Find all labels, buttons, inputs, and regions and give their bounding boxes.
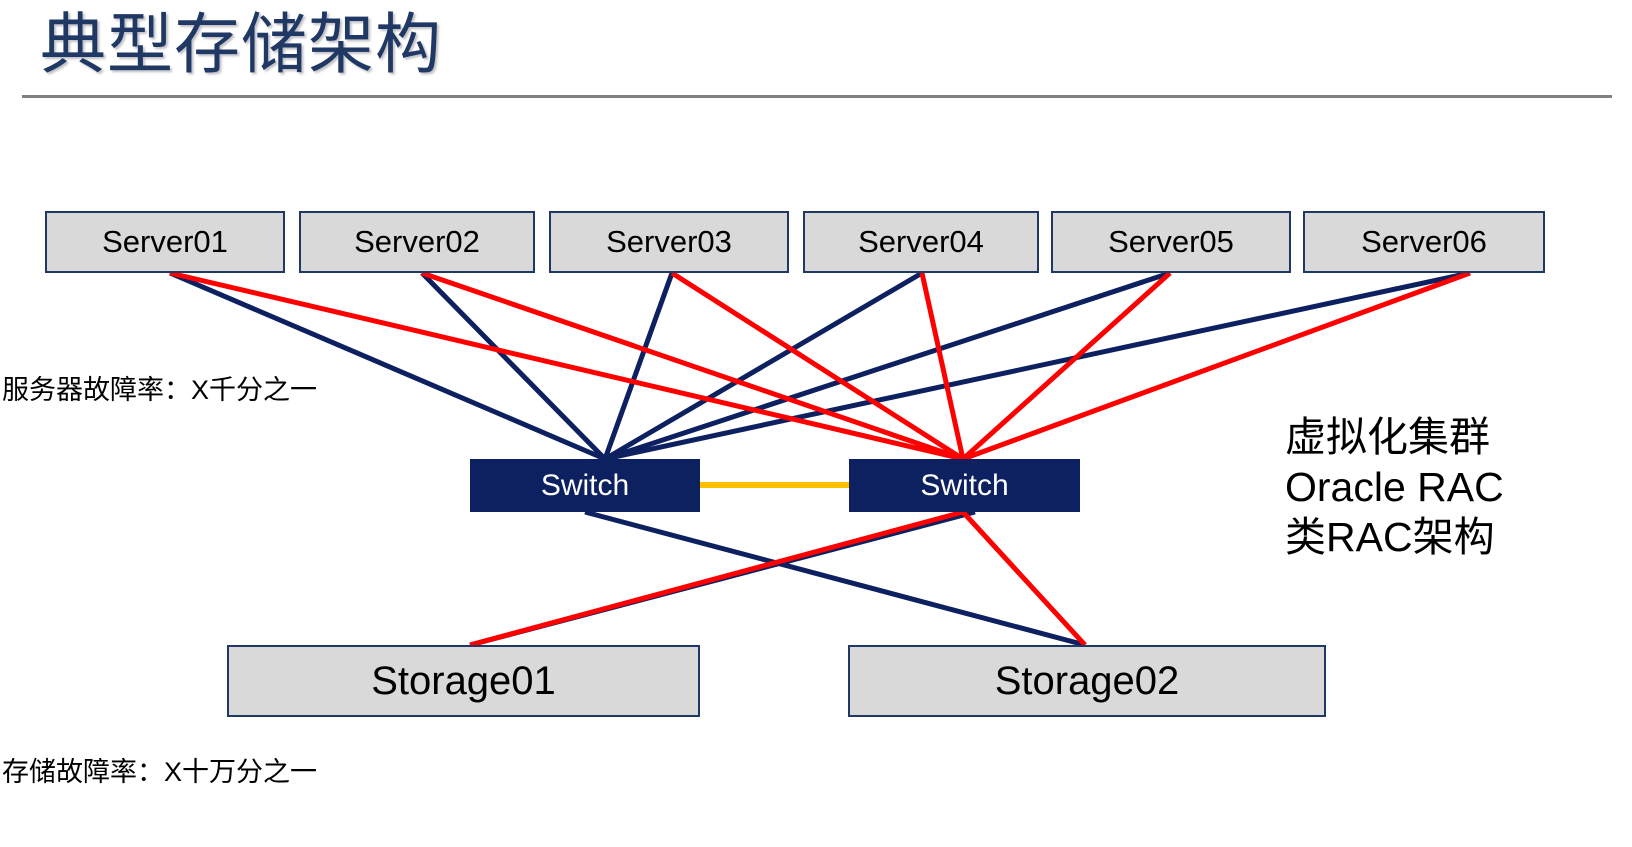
switch-node-2[interactable]: Switch <box>849 459 1080 512</box>
server-node-2[interactable]: Server02 <box>299 211 535 273</box>
server-node-5[interactable]: Server05 <box>1051 211 1291 273</box>
cluster-note-line-2: Oracle RAC <box>1285 464 1504 510</box>
switch-node-label: Switch <box>920 468 1009 502</box>
cluster-note-line-3: 类RAC架构 <box>1285 514 1495 560</box>
cluster-note: 虚拟化集群 Oracle RAC 类RAC架构 <box>1285 412 1504 562</box>
red-link-5 <box>961 271 1172 461</box>
red-link-6 <box>962 270 1471 462</box>
red-link-8 <box>961 510 1087 647</box>
navy-link-2 <box>420 271 607 461</box>
storage-failure-rate-label: 存储故障率：X十万分之一 <box>2 757 318 787</box>
cluster-note-line-1: 虚拟化集群 <box>1285 414 1490 460</box>
server-node-label: Server03 <box>606 224 732 259</box>
server-node-label: Server05 <box>1108 224 1234 259</box>
navy-link-group <box>169 270 1471 648</box>
switch-node-1[interactable]: Switch <box>470 459 700 512</box>
server-node-1[interactable]: Server01 <box>45 211 285 273</box>
navy-link-6 <box>604 270 1471 462</box>
storage-node-2[interactable]: Storage02 <box>848 645 1326 717</box>
navy-link-1 <box>169 270 606 462</box>
server-node-6[interactable]: Server06 <box>1303 211 1545 273</box>
server-node-label: Server04 <box>858 224 984 259</box>
red-link-4 <box>919 272 966 460</box>
navy-link-5 <box>604 270 1171 462</box>
storage-node-label: Storage02 <box>994 658 1180 703</box>
red-link-1 <box>169 270 964 462</box>
switch-node-label: Switch <box>540 468 630 502</box>
title-divider <box>22 95 1612 98</box>
red-link-3 <box>670 270 965 462</box>
server-node-label: Server02 <box>354 224 480 259</box>
server-node-3[interactable]: Server03 <box>549 211 789 273</box>
red-link-7 <box>469 509 964 648</box>
server-node-label: Server06 <box>1361 224 1487 259</box>
server-failure-rate-label: 服务器故障率：X千分之一 <box>2 375 318 405</box>
navy-link-7 <box>584 509 1086 648</box>
navy-link-4 <box>603 270 924 462</box>
navy-link-3 <box>602 272 675 460</box>
page-title: 典型存储架构 <box>40 7 442 81</box>
storage-node-label: Storage01 <box>371 658 556 703</box>
red-link-group <box>169 270 1471 648</box>
red-link-2 <box>421 270 964 462</box>
storage-node-1[interactable]: Storage01 <box>227 645 700 717</box>
server-node-4[interactable]: Server04 <box>803 211 1039 273</box>
server-node-label: Server01 <box>102 224 228 259</box>
